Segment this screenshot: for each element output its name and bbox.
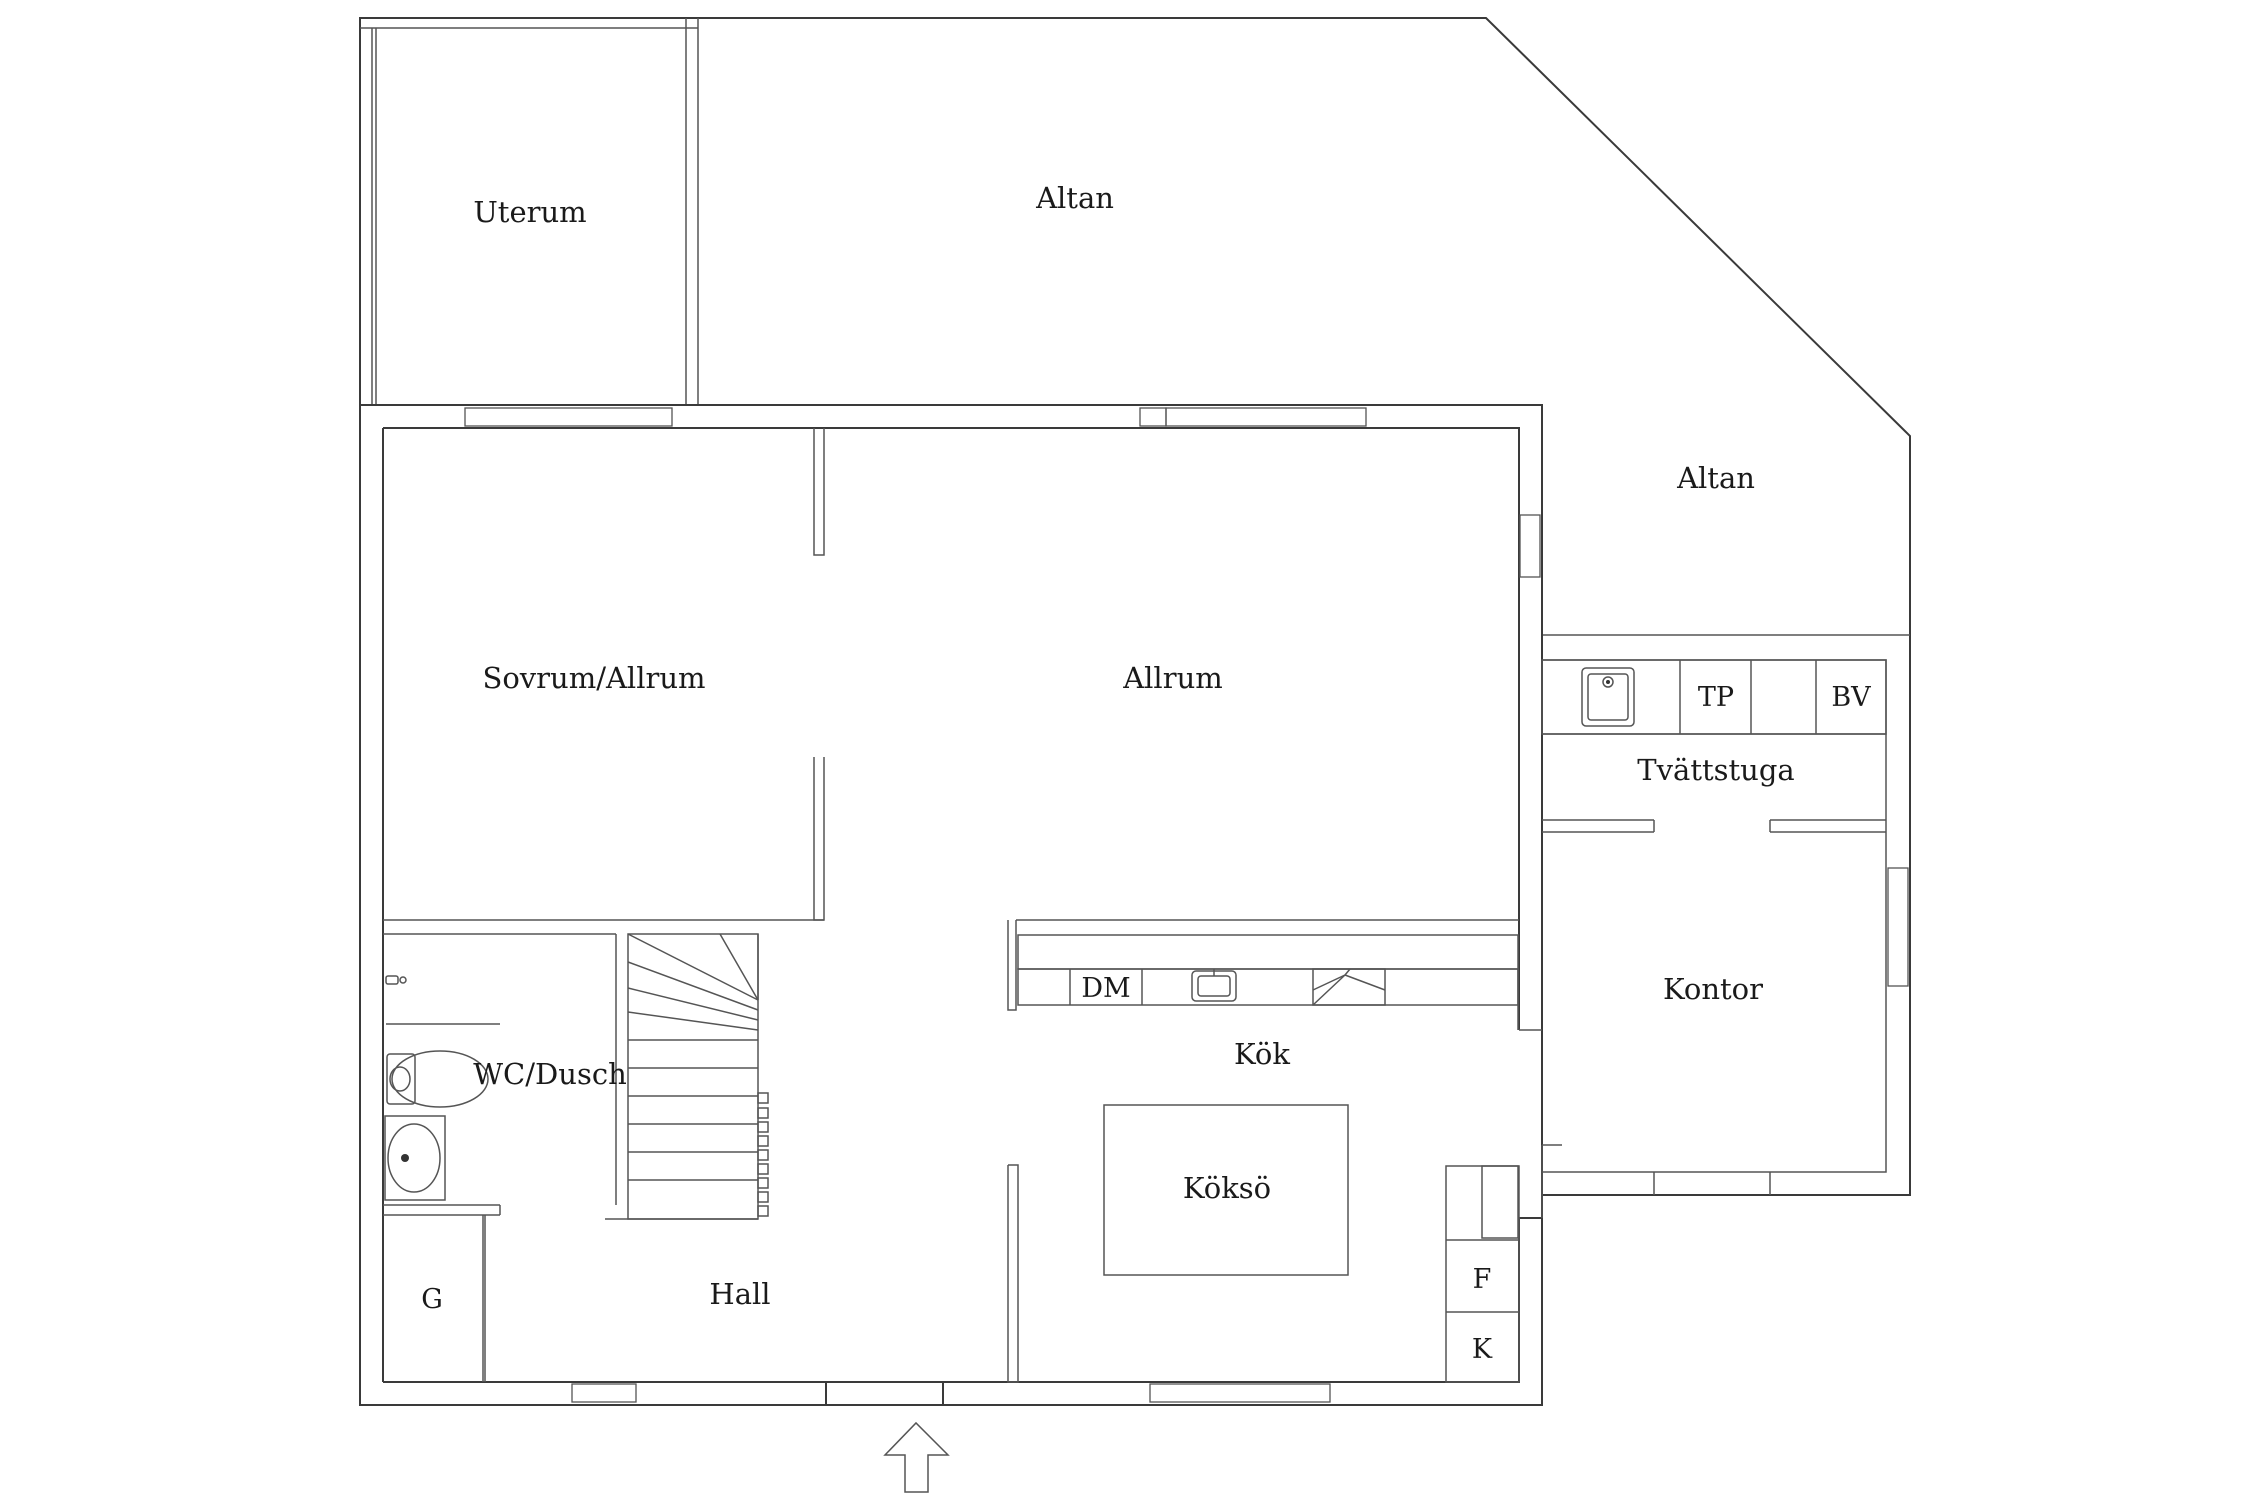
room-label-allrum: Allrum	[1122, 661, 1223, 695]
uterum-structure	[360, 18, 699, 405]
entrance-arrow-icon	[883, 1421, 950, 1493]
toilet-icon	[386, 1050, 489, 1108]
fixture-label-tp: TP	[1698, 682, 1734, 713]
exterior-walls	[359, 404, 1887, 1406]
room-label-altan-top: Altan	[1035, 181, 1114, 215]
fixture-label-dm: DM	[1081, 973, 1130, 1004]
sink-icon	[384, 1115, 446, 1201]
room-label-uterum: Uterum	[473, 195, 586, 229]
room-label-kontor: Kontor	[1663, 972, 1763, 1006]
room-label-sovrum-allrum: Sovrum/Allrum	[482, 661, 705, 695]
fridge-freezer	[1445, 1165, 1520, 1383]
laundry-counter	[1541, 659, 1887, 735]
fixture-label-k: K	[1472, 1334, 1493, 1365]
fixture-label-g: G	[421, 1284, 443, 1315]
shower-icon	[385, 975, 500, 1025]
altan-boundary	[359, 17, 1911, 1196]
interior-walls	[383, 428, 1886, 1405]
room-label-hall: Hall	[709, 1277, 770, 1311]
fixture-label-f: F	[1473, 1264, 1492, 1295]
room-label-altan-right: Altan	[1676, 461, 1755, 495]
windows	[464, 407, 1909, 1403]
room-label-kok: Kök	[1234, 1037, 1290, 1071]
room-label-tvattstuga: Tvättstuga	[1637, 753, 1794, 787]
room-label-koksu: Köksö	[1183, 1171, 1271, 1205]
room-label-wc-dusch: WC/Dusch	[473, 1057, 627, 1091]
kitchen-counters	[1017, 934, 1519, 1030]
kitchen-island	[1103, 1104, 1349, 1276]
stairs-icon	[605, 933, 769, 1220]
fixture-label-bv: BV	[1831, 682, 1871, 713]
